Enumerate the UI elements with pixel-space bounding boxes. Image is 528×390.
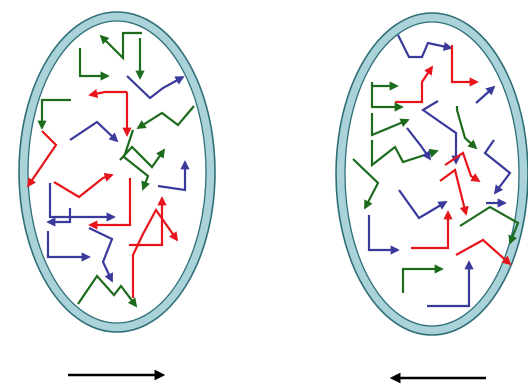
right-cell-red-molecule-path-21 — [455, 238, 512, 266]
left-cell-green-molecule-path-5 — [37, 98, 71, 130]
left-cell-blue-molecule-path-13 — [157, 160, 190, 192]
right-cell-green-molecule-path-20 — [459, 205, 520, 245]
right-cell-green-molecule-path-7 — [455, 106, 478, 150]
left-cell-blue-molecule-path-15 — [48, 183, 116, 222]
right-cell-red-molecule-path-19 — [411, 210, 453, 250]
right-cell-green-molecule-path-22 — [401, 264, 444, 293]
left-cell-red-molecule-path-18 — [129, 196, 167, 247]
left-cell-membrane-inner — [27, 20, 207, 324]
left-cell-green-molecule-path-9 — [136, 105, 195, 129]
right-cell-blue-molecule-path-8 — [420, 100, 461, 165]
left-cell-green-molecule-path-22 — [77, 274, 138, 308]
right-cell-blue-molecule-path-23 — [427, 260, 474, 308]
left-cell-green-molecule-path-1 — [99, 31, 142, 61]
right-cell-red-molecule-path-13 — [444, 151, 481, 182]
right-cell-blue-molecule-path-12 — [483, 139, 512, 195]
right-cell-red-molecule-path-15 — [439, 168, 469, 216]
right-cell-green-molecule-path-4 — [370, 82, 404, 112]
left-cell-red-molecule-path-14 — [53, 172, 114, 199]
left-cell-red-molecule-path-10 — [26, 130, 58, 188]
left-cell-red-molecule-path-6 — [88, 89, 127, 99]
right-cell-red-molecule-path-2 — [395, 65, 434, 104]
left-cell — [18, 11, 216, 333]
left-cell-blue-molecule-path-8 — [69, 120, 119, 143]
left-cell-green-molecule-path-11 — [122, 129, 150, 191]
right-cell-blue-molecule-path-1 — [397, 34, 453, 59]
left-cell-red-molecule-path-16 — [88, 178, 132, 230]
right-cell-green-molecule-path-9 — [370, 113, 410, 137]
left-cell-blue-molecule-path-19 — [46, 231, 91, 262]
right-cell — [335, 12, 528, 336]
left-cell-blue-molecule-path-21 — [88, 227, 114, 283]
left-cell-blue-molecule-path-17 — [46, 208, 72, 227]
right-cell-blue-molecule-path-6 — [475, 85, 496, 104]
right-cell-green-molecule-path-14 — [352, 158, 380, 210]
left-cell-green-molecule-path-2 — [78, 48, 110, 81]
right-cell-blue-molecule-path-18 — [367, 215, 400, 255]
right-cell-red-molecule-path-3 — [450, 45, 479, 87]
right-cell-green-molecule-path-10 — [370, 140, 439, 168]
left-cell-blue-molecule-path-4 — [126, 75, 185, 100]
left-cell-red-molecule-path-20 — [131, 207, 179, 298]
right-cell-blue-molecule-path-11 — [406, 127, 432, 161]
right-cell-blue-molecule-path-16 — [398, 189, 448, 220]
left-cell-green-molecule-path-12 — [119, 145, 166, 169]
